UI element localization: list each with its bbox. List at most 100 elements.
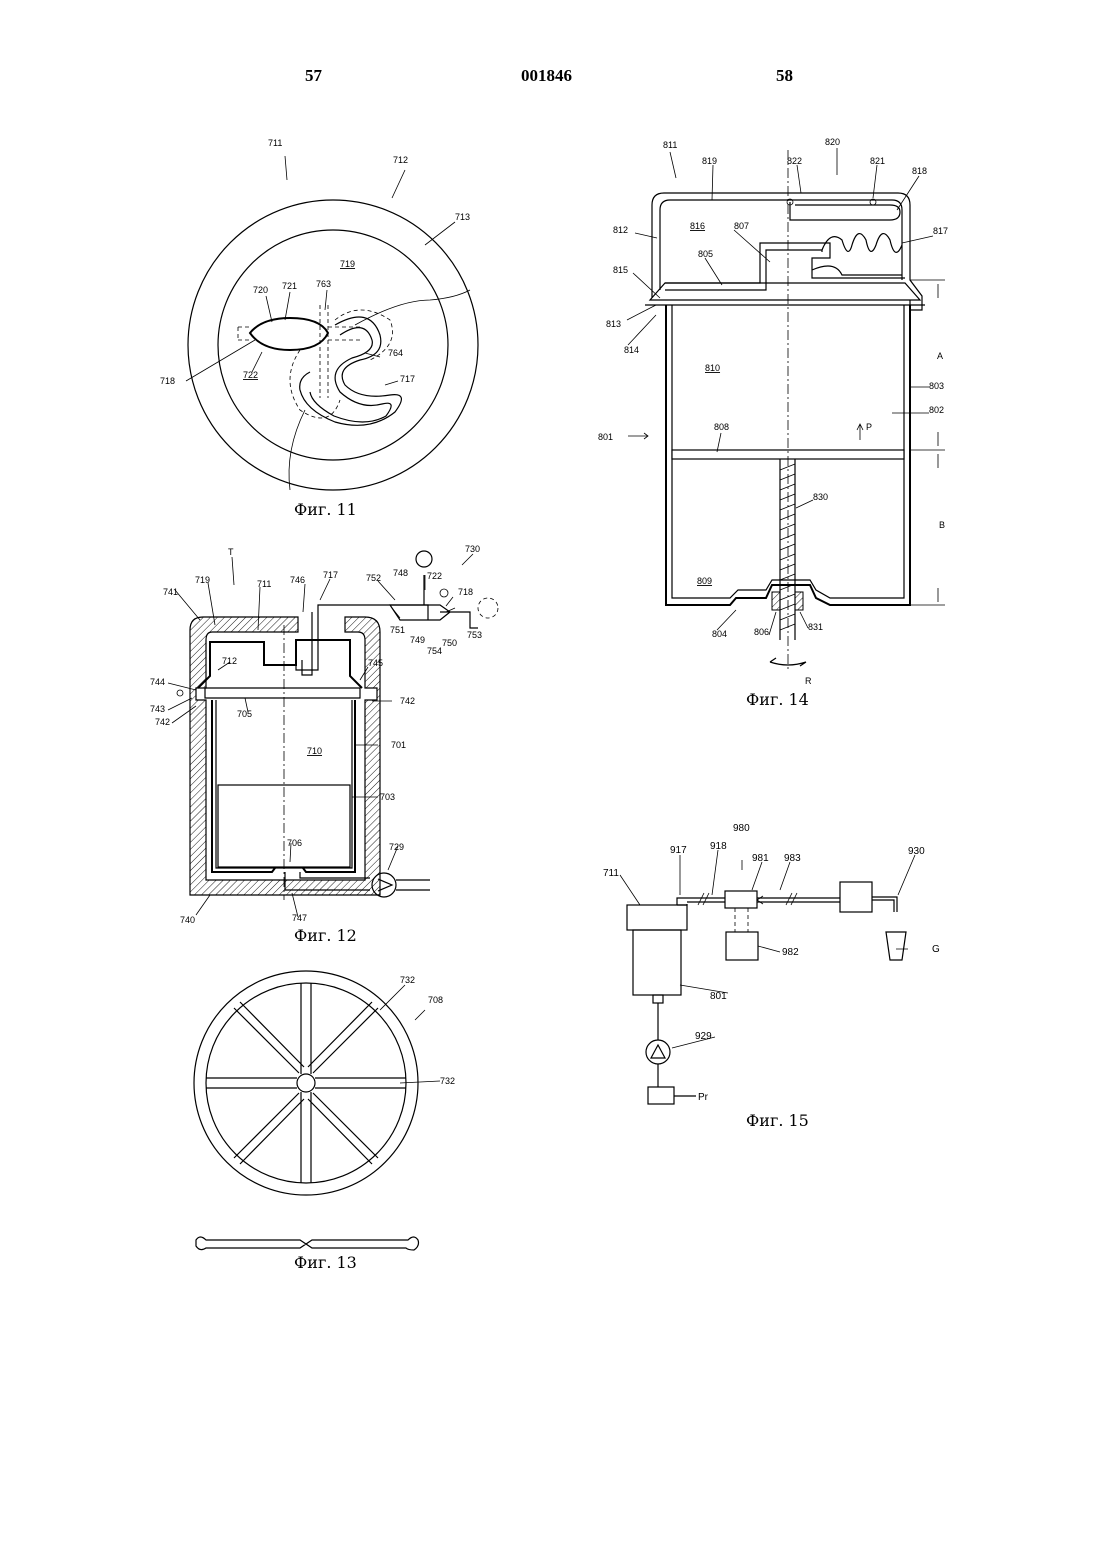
label-764: 764: [388, 348, 403, 358]
fig12-small-circle: [440, 589, 448, 597]
label-742-right: 742: [400, 696, 415, 706]
fig13-hub: [297, 1074, 315, 1092]
fig11-section-line: [355, 290, 470, 325]
fig15-pump-arrow: [651, 1045, 665, 1058]
label-754: 754: [427, 646, 442, 656]
label-752: 752: [366, 573, 381, 583]
label-748: 748: [393, 568, 408, 578]
fig15-control-982: [726, 932, 758, 960]
fig15-break-marks: [698, 893, 797, 905]
label-742-left: 742: [155, 717, 170, 727]
fig15-valve-981: [725, 891, 757, 908]
label-745: 745: [368, 658, 383, 668]
fig13-inner-ring: [206, 983, 406, 1183]
fig12-tube-717: [296, 605, 428, 670]
fig12-valve-knob: [416, 551, 432, 567]
label-R: R: [805, 676, 812, 686]
fig11-arrow-711: [285, 156, 287, 180]
label-711: 711: [603, 868, 619, 879]
label-804: 804: [712, 629, 727, 639]
label-741: 741: [163, 587, 178, 597]
label-749: 749: [410, 635, 425, 645]
label-703: 703: [380, 792, 395, 802]
label-701: 701: [391, 740, 406, 750]
label-830: 830: [813, 492, 828, 502]
fig14-top-tube: [790, 202, 900, 220]
label-982: 982: [782, 947, 799, 958]
label-722: 722: [427, 571, 442, 581]
fig15-pipe-983: [757, 898, 840, 902]
label-721: 721: [282, 281, 297, 291]
fig15-leaders: [620, 850, 915, 1048]
label-718: 718: [458, 587, 473, 597]
figure-12: T 730 741 719 711 746 717 752 748 722 71…: [150, 544, 498, 925]
label-831: 831: [808, 622, 823, 632]
label-801: 801: [598, 432, 613, 442]
label-713: 713: [455, 212, 470, 222]
label-813: 813: [606, 319, 621, 329]
label-712: 712: [222, 656, 237, 666]
fig11-outer-circle: [188, 200, 478, 490]
figure-11: 711 712 713 719 720 721 763 718 722 764 …: [160, 138, 478, 490]
label-815: 815: [613, 265, 628, 275]
label-801: 801: [710, 991, 727, 1002]
fig14-seal-806: [772, 592, 780, 610]
fig14-lid-812: [652, 193, 922, 310]
fig15-pump-929: [646, 1040, 670, 1064]
label-811: 811: [663, 140, 677, 150]
fig12-latch-744: [177, 690, 183, 696]
label-807: 807: [734, 221, 749, 231]
fig11-left-stub: [238, 327, 250, 340]
label-818: 818: [912, 166, 927, 176]
fig14-insert-inner: [665, 250, 822, 290]
label-720: 720: [253, 285, 268, 295]
label-930: 930: [908, 846, 925, 857]
label-719: 719: [195, 575, 210, 585]
label-817: 817: [933, 226, 948, 236]
label-732-right: 732: [440, 1076, 455, 1086]
label-819: 819: [702, 156, 717, 166]
fig15-flow-arrow: [757, 896, 763, 904]
fig15-outlet-930: [872, 897, 897, 912]
fig12-tube-717b: [302, 612, 312, 675]
label-747: 747: [292, 913, 307, 923]
label-710: 710: [307, 746, 322, 756]
label-711: 711: [268, 138, 282, 148]
label-822: 822: [787, 156, 802, 166]
fig15-vessel-outlet: [653, 995, 663, 1003]
label-812: 812: [613, 225, 628, 235]
label-743: 743: [150, 704, 165, 714]
label-980: 980: [733, 823, 750, 834]
label-802: 802: [929, 405, 944, 415]
label-981: 981: [752, 853, 769, 864]
label-719: 719: [340, 259, 355, 269]
fig14-serpentine-817: [822, 234, 902, 253]
fig11-right-stub: [328, 327, 360, 340]
label-803: 803: [929, 381, 944, 391]
label-810: 810: [705, 363, 720, 373]
label-753: 753: [467, 630, 482, 640]
fig11-leader-713: [425, 222, 455, 245]
fig14-arrow-P: [857, 424, 863, 440]
fig15-unit-930: [840, 882, 872, 912]
fig15-lid-711: [627, 905, 687, 930]
label-744: 744: [150, 677, 165, 687]
label-732-top: 732: [400, 975, 415, 985]
label-712: 712: [393, 155, 408, 165]
label-929: 929: [695, 1031, 712, 1042]
fig11-vertical-dashed: [320, 305, 328, 398]
label-917: 917: [670, 845, 687, 856]
label-820: 820: [825, 137, 840, 147]
label-B: B: [939, 520, 945, 530]
label-806: 806: [754, 627, 769, 637]
label-729: 729: [389, 842, 404, 852]
label-706: 706: [287, 838, 302, 848]
fig12-dashed-circle: [478, 598, 498, 618]
label-717: 717: [400, 374, 415, 384]
fig15-glass-G: [886, 932, 906, 960]
fig14-arrow-801: [628, 433, 648, 439]
label-809: 809: [697, 576, 712, 586]
fig14-flange: [650, 283, 920, 300]
fig12-pump-line: [396, 880, 430, 890]
